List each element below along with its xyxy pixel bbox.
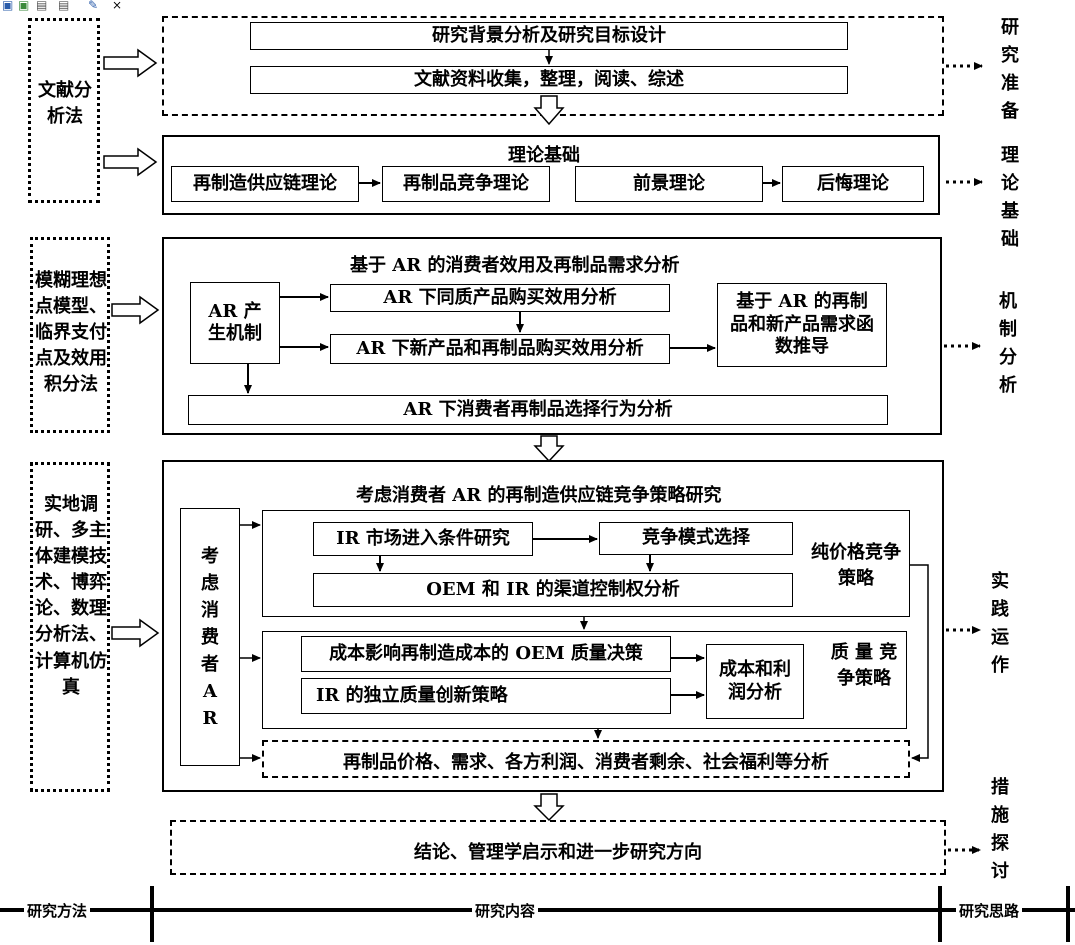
ar-generation-box: AR 产生机制 <box>190 282 280 364</box>
demand-function-box: 基于 AR 的再制品和新产品需求函数推导 <box>717 283 887 367</box>
welfare-frame <box>262 740 910 778</box>
ir-quality-box: IR 的独立质量创新策略 <box>301 678 671 714</box>
method-arrow-2 <box>103 147 158 177</box>
stage-practice-label: 实践运作 <box>991 571 1009 676</box>
method-field-text: 实地调研、多主体建模技术、博弈论、数理分析法、计算机仿真 <box>35 494 107 698</box>
close-icon[interactable]: × <box>112 0 123 12</box>
utility-homogeneous-box: AR 下同质产品购买效用分析 <box>330 284 670 312</box>
axis-methods-label: 研究方法 <box>24 900 91 921</box>
consider-ar-box: 考虑消费者AR <box>180 508 240 766</box>
profit-analysis-box: 成本和利润分析 <box>706 644 804 719</box>
theory-regret-box: 后悔理论 <box>782 166 924 202</box>
quality-strategy-label: 质 量 竞争策略 <box>830 642 898 690</box>
method-fuzzy-text: 模糊理想点模型、临界支付点及效用积分法 <box>35 270 107 396</box>
competition-mode-box: 竞争模式选择 <box>599 522 793 555</box>
stage-theory-label: 理论基础 <box>1001 145 1019 250</box>
oem-quality-box: 成本影响再制造成本的 OEM 质量决策 <box>301 636 671 672</box>
theory-supply-chain-box: 再制造供应链理论 <box>171 166 359 202</box>
stage-measures-label: 措施探讨 <box>991 777 1009 882</box>
edit-icon[interactable]: ✎ <box>88 0 99 12</box>
stage-arrow-3 <box>533 793 565 822</box>
price-strategy-frame <box>262 510 910 617</box>
method-literature-text: 文献分析法 <box>38 80 92 128</box>
folder-icon[interactable]: ▣ <box>18 0 30 12</box>
utility-new-reman-box: AR 下新产品和再制品购买效用分析 <box>330 334 670 364</box>
price-strategy-label: 纯价格竞争策略 <box>811 542 901 590</box>
strategy-title: 考虑消费者 AR 的再制造供应链竞争策略研究 <box>356 485 722 506</box>
table-icon[interactable]: ▤ <box>58 0 70 12</box>
stage-prep-label: 研究准备 <box>1001 17 1019 122</box>
conclusion-text: 结论、管理学启示和进一步研究方向 <box>414 842 702 863</box>
method-arrow-3 <box>111 295 160 325</box>
method-arrow-1 <box>103 48 158 78</box>
axis-approach-label: 研究思路 <box>956 900 1023 921</box>
prep-background-box: 研究背景分析及研究目标设计 <box>250 22 848 50</box>
channel-control-box: OEM 和 IR 的渠道控制权分析 <box>313 573 793 607</box>
quality-strategy-frame <box>262 631 907 729</box>
axis-content-label: 研究内容 <box>472 900 539 921</box>
ir-entry-box: IR 市场进入条件研究 <box>313 522 533 556</box>
consider-ar-text: 考虑消费者AR <box>201 545 219 729</box>
method-box-fuzzy <box>30 237 110 433</box>
theory-title: 理论基础 <box>508 145 580 166</box>
stage-mechanism-label: 机制分析 <box>999 291 1017 396</box>
mechanism-frame <box>162 237 942 435</box>
method-box-literature <box>28 18 100 203</box>
save-icon[interactable]: ▣ <box>2 0 14 12</box>
theory-frame <box>162 135 940 215</box>
prep-literature-box: 文献资料收集，整理，阅读、综述 <box>250 66 848 94</box>
mechanism-title: 基于 AR 的消费者效用及再制品需求分析 <box>350 255 680 276</box>
welfare-text: 再制品价格、需求、各方利润、消费者剩余、社会福利等分析 <box>343 752 829 773</box>
window-toolbar: ▣ ▣ ▤ ▤ ✎ × <box>0 0 140 12</box>
method-box-field <box>30 462 110 792</box>
theory-competition-box: 再制品竞争理论 <box>382 166 550 202</box>
grid-icon[interactable]: ▤ <box>36 0 48 12</box>
theory-prospect-box: 前景理论 <box>575 166 763 202</box>
stage-arrow-2 <box>533 435 565 463</box>
choice-behavior-box: AR 下消费者再制品选择行为分析 <box>188 395 888 425</box>
method-arrow-4 <box>111 618 160 648</box>
